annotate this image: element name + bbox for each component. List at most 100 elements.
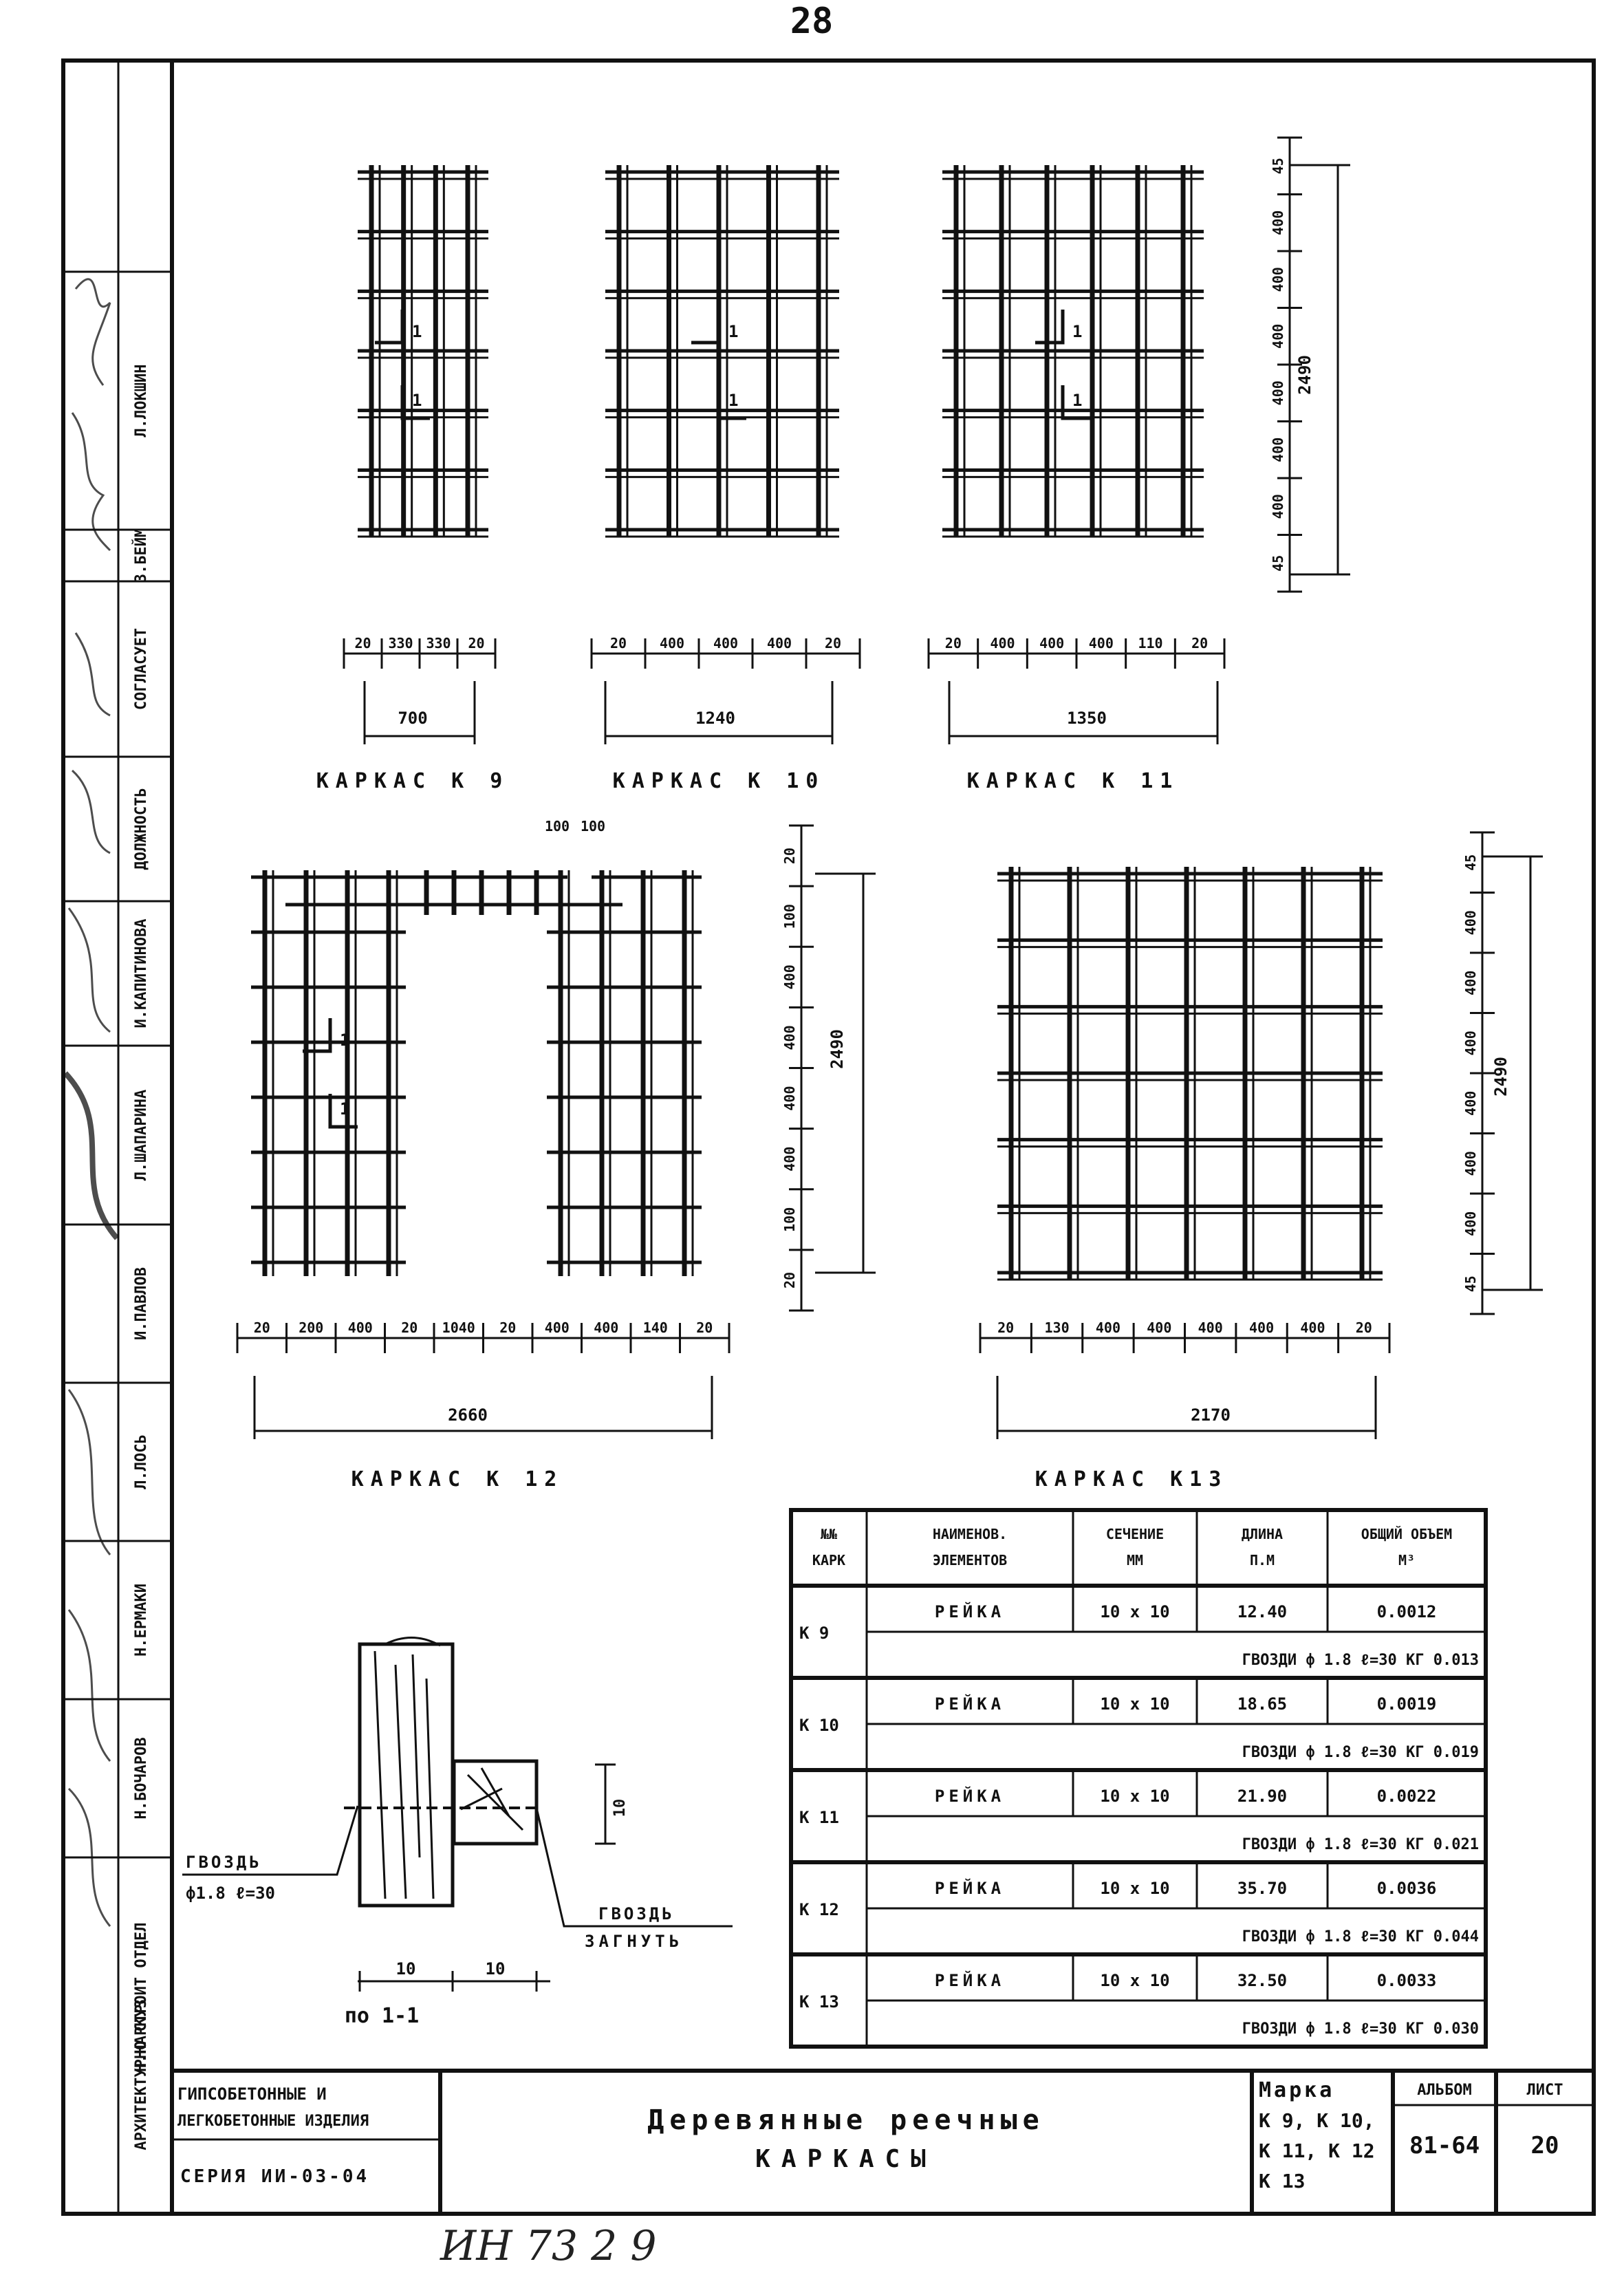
spec-table: №№КАРКНАИМЕНОВ.ЭЛЕМЕНТОВСЕЧЕНИЕММДЛИНАП.… — [789, 1508, 1488, 2049]
page-number: 28 — [790, 1, 834, 42]
inventory-number: ИН 73 2 9 — [440, 2222, 657, 2270]
k13-height-total — [1482, 855, 1543, 1291]
dimension-segment-label: 330 — [388, 635, 413, 651]
spec-cell-length: 35.70 — [1237, 1879, 1287, 1898]
dimension-segment-label: 400 — [660, 635, 684, 651]
vertical-dimension-label: 400 — [1462, 1211, 1479, 1236]
nail-left-spec: ф1.8 ℓ=30 — [186, 1884, 275, 1903]
frame-k11-title: КАРКАС К 11 — [967, 769, 1180, 793]
title-line1: Деревянные реечные — [647, 2104, 1044, 2136]
frame-k9-drawing — [358, 165, 488, 538]
stamp-cell-text: ДОЛЖНОСТЬ — [133, 788, 150, 870]
dimension-segment-label: 200 — [299, 1319, 323, 1336]
section-marker-bottom — [400, 385, 430, 420]
title-org-line1: ГИПСОБЕТОННЫЕ И — [177, 2084, 327, 2104]
spec-cell-section: 10 х 10 — [1100, 1602, 1169, 1621]
frame-k13-title: КАРКАС К13 — [1035, 1467, 1228, 1491]
spec-header-cell: ДЛИНА — [1242, 1526, 1283, 1542]
section-marker-label: 1 — [340, 1031, 349, 1050]
detail-dim-b: 10 — [486, 1959, 506, 1979]
k9-total-width: 700 — [398, 709, 427, 728]
vertical-dimension-label: 400 — [1270, 438, 1286, 462]
title-org-line2: ЛЕГКОБЕТОННЫЕ ИЗДЕЛИЯ — [177, 2113, 369, 2130]
stamp-cell-text: АРХИТЕКТУРНО СТРОИТ ОТДЕЛ — [133, 1922, 150, 2150]
side-stamp: Л.ЛОКШИНЗ.БЕЙМСОГЛАСУЕТДОЛЖНОСТЬИ.КАПИТИ… — [63, 59, 172, 2215]
dimension-segment-label: 20 — [254, 1319, 270, 1336]
marka-line3: К 13 — [1259, 2170, 1305, 2192]
frame-k10-drawing — [605, 165, 839, 538]
signatures — [63, 278, 120, 1927]
spec-cell-element: РЕЙКА — [935, 1878, 1005, 1898]
section-marker-top — [375, 310, 404, 345]
dimension-segment-label: 20 — [1191, 635, 1208, 651]
dimension-segment-label: 330 — [426, 635, 451, 651]
spec-cell-element: РЕЙКА — [935, 1694, 1005, 1714]
vertical-dimension-label: 400 — [1462, 1151, 1479, 1176]
k10-total-width: 1240 — [695, 709, 735, 728]
dimension-segment-label: 1040 — [442, 1319, 475, 1336]
section-marker-bottom — [1061, 385, 1090, 420]
vertical-dimension-label: 45 — [1462, 854, 1479, 871]
vertical-dimension-label: 400 — [781, 1147, 798, 1172]
vertical-dimension-label: 400 — [781, 964, 798, 989]
nail-right-note: ЗАГНУТЬ — [585, 1932, 683, 1951]
k12-width-mark-2: 100 — [581, 818, 605, 834]
dimension-segment-label: 400 — [1089, 635, 1114, 651]
dimension-segment-label: 20 — [499, 1319, 516, 1336]
spec-cell-section: 10 х 10 — [1100, 1694, 1169, 1714]
dimension-segment-label: 400 — [1300, 1319, 1325, 1336]
stamp-cell-text: Н.НАРКУЗ — [133, 1999, 150, 2072]
spec-header-cell: №№ — [820, 1526, 838, 1542]
album-label: АЛЬБОМ — [1417, 2082, 1471, 2099]
spec-header-cell: НАИМЕНОВ. — [933, 1526, 1007, 1542]
spec-cell-length: 21.90 — [1237, 1787, 1287, 1806]
spec-cell-nails: ГВОЗДИ ф 1.8 ℓ=30 КГ 0.021 — [1242, 1836, 1479, 1853]
spec-cell-section: 10 х 10 — [1100, 1787, 1169, 1806]
dimension-segment-label: 400 — [1039, 635, 1064, 651]
stamp-cell-text: Н.БОЧАРОВ — [133, 1737, 150, 1819]
spec-cell-nails: ГВОЗДИ ф 1.8 ℓ=30 КГ 0.013 — [1242, 1652, 1479, 1669]
section-marker-top — [1035, 310, 1065, 345]
vertical-dimension-label: 400 — [781, 1086, 798, 1111]
section-marker-label: 1 — [1072, 322, 1082, 341]
k12-height-total — [815, 872, 876, 1274]
nail-left-label: ГВОЗДЬ — [186, 1853, 262, 1872]
frame-k13-drawing — [997, 867, 1383, 1281]
spec-cell-section: 10 х 10 — [1100, 1879, 1169, 1898]
detail-caption: по 1-1 — [345, 2004, 419, 2028]
nail-right-label: ГВОЗДЬ — [598, 1904, 675, 1923]
stamp-cell-text: И.КАПИТИНОВА — [133, 919, 150, 1028]
vertical-dimension-label: 100 — [781, 1207, 798, 1232]
k11-total-width: 1350 — [1067, 709, 1107, 728]
dimension-segment-label: 20 — [945, 635, 962, 651]
spec-cell-volume: 0.0022 — [1377, 1787, 1437, 1806]
dimension-segment-label: 400 — [767, 635, 792, 651]
spec-cell-section: 10 х 10 — [1100, 1971, 1169, 1990]
vertical-dimension-label: 400 — [1462, 1031, 1479, 1055]
k12-total-height: 2490 — [827, 1029, 847, 1069]
vertical-dimension-label: 400 — [1270, 211, 1286, 235]
vertical-dimension-label: 400 — [1270, 324, 1286, 349]
spec-cell-length: 18.65 — [1237, 1694, 1287, 1714]
sheet-border — [61, 58, 1596, 2216]
vertical-dimension-label: 400 — [1462, 971, 1479, 995]
vertical-dimension-label: 20 — [781, 1272, 798, 1289]
spec-header-cell: М³ — [1398, 1552, 1415, 1568]
detail-dim-a: 10 — [396, 1959, 416, 1979]
vertical-dimension-label: 20 — [781, 848, 798, 864]
sheet-value: 20 — [1531, 2132, 1559, 2159]
spec-cell-element: РЕЙКА — [935, 1786, 1005, 1806]
section-marker-label: 1 — [412, 391, 422, 410]
spec-header-cell: ОБЩИЙ ОБЪЕМ — [1361, 1526, 1452, 1542]
k13-width-total — [996, 1376, 1377, 1439]
stamp-cell-text: И.ПАВЛОВ — [133, 1267, 150, 1340]
spec-cell-mark: К 10 — [799, 1716, 839, 1735]
spec-cell-length: 12.40 — [1237, 1602, 1287, 1621]
frame-k12-drawing — [251, 870, 702, 1276]
section-marker-top — [691, 310, 721, 345]
vertical-dimension-label: 400 — [1270, 267, 1286, 292]
